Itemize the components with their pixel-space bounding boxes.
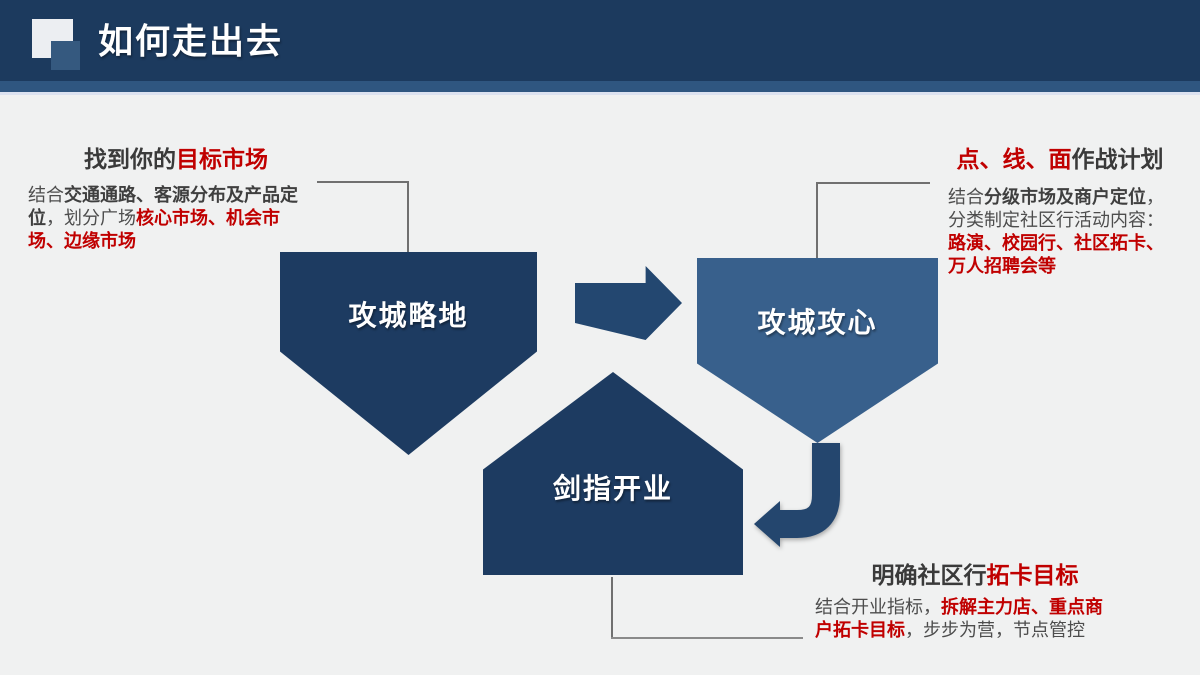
pentagon-label: 攻城略地: [348, 300, 469, 331]
pentagon-label: 攻城攻心: [757, 307, 878, 338]
arrow-curved-down-left-icon: [754, 443, 840, 547]
connector-bottom-vertical: [611, 577, 613, 639]
connector-top-left-vertical: [407, 181, 409, 252]
header-accent-band: [0, 81, 1200, 92]
arrow-right-icon: [575, 266, 682, 340]
annotation-heading-target-market: 找到你的目标市场: [84, 146, 268, 172]
annotation-heading-card-target: 明确社区行拓卡目标: [871, 562, 1079, 588]
pentagon-opening: 剑指开业: [483, 372, 743, 575]
pentagon-label: 剑指开业: [552, 473, 673, 504]
annotation-heading-battle-plan: 点、线、面作战计划: [956, 146, 1164, 172]
pentagon-conquer-territory: 攻城略地: [280, 252, 537, 455]
pentagon-conquer-hearts: 攻城攻心: [697, 258, 938, 443]
page-title: 如何走出去: [98, 21, 284, 61]
slide-header: 如何走出去: [0, 0, 1200, 81]
header-divider-line: [0, 92, 1200, 95]
annotation-body-battle-plan: 结合分级市场及商户定位，分类制定社区行活动内容：路演、校园行、社区拓卡、万人招聘…: [948, 187, 1164, 276]
connector-top-left-horizontal: [317, 181, 409, 183]
annotation-body-target-market: 结合交通通路、客源分布及产品定位，划分广场核心市场、机会市场、边缘市场: [28, 185, 298, 251]
logo-square-blue: [51, 41, 80, 70]
logo-squares-icon: [32, 19, 82, 71]
connector-bottom-horizontal: [611, 637, 803, 639]
connector-top-right-horizontal: [816, 182, 930, 184]
connector-top-right-vertical: [816, 182, 818, 258]
annotation-body-card-target: 结合开业指标，拆解主力店、重点商户拓卡目标，步步为营，节点管控: [815, 597, 1103, 640]
